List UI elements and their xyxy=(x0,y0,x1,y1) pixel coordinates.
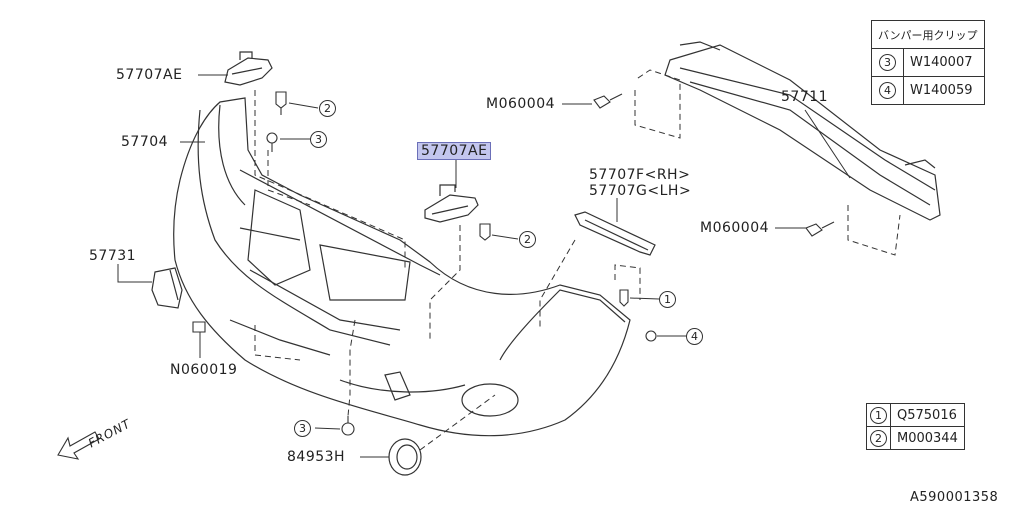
callout-1: 1 xyxy=(659,291,676,308)
label-57731[interactable]: 57731 xyxy=(89,248,137,264)
label-84953H[interactable]: 84953H xyxy=(287,449,346,465)
front-bumper-face xyxy=(173,97,631,437)
diagram-code: A590001358 xyxy=(910,490,999,505)
bracket-57707AE-center xyxy=(424,184,479,223)
reinforcement-beam-57711 xyxy=(664,41,941,221)
clip-table-header: バンパー用クリップ xyxy=(871,20,985,49)
legend-num-2: 2 xyxy=(870,429,887,447)
side-bracket-57707F xyxy=(574,211,656,256)
grille-opening xyxy=(247,189,311,286)
label-57707AE-selected[interactable]: 57707AE xyxy=(417,142,492,160)
front-arrow xyxy=(57,431,100,460)
cover-ring-84953H xyxy=(388,438,422,476)
callout-3: 3 xyxy=(310,131,327,148)
clip-table: バンパー用クリップ 3 W140007 4 W140059 xyxy=(871,20,985,105)
fastener-legend-table: 1 Q575016 2 M000344 xyxy=(866,403,965,450)
label-57707AE-top[interactable]: 57707AE xyxy=(116,67,183,83)
callout-2: 2 xyxy=(319,100,336,117)
fasteners xyxy=(192,91,835,436)
label-M060004-top[interactable]: M060004 xyxy=(486,96,556,112)
clip-num-4: 4 xyxy=(879,82,896,99)
callout-4: 4 xyxy=(686,328,703,345)
assembly-lines xyxy=(254,69,901,451)
leader-lines xyxy=(117,74,851,458)
label-M060004-mid[interactable]: M060004 xyxy=(700,220,770,236)
label-57707G[interactable]: 57707G<LH> xyxy=(589,183,692,199)
legend-num-1: 1 xyxy=(870,406,887,424)
side-cover-57731 xyxy=(151,267,183,309)
label-57704[interactable]: 57704 xyxy=(121,134,169,150)
label-N060019[interactable]: N060019 xyxy=(170,362,238,378)
tow-hook-opening xyxy=(461,383,519,417)
callout-3-bottom: 3 xyxy=(294,420,311,437)
clip-code-W140007[interactable]: W140007 xyxy=(903,48,985,77)
label-57711[interactable]: 57711 xyxy=(781,89,829,105)
label-57707F[interactable]: 57707F<RH> xyxy=(589,167,691,183)
legend-code-Q575016[interactable]: Q575016 xyxy=(890,403,965,427)
clip-code-W140059[interactable]: W140059 xyxy=(903,76,985,105)
bracket-57707AE-top xyxy=(224,51,273,86)
legend-code-M000344[interactable]: M000344 xyxy=(890,426,965,450)
callout-2-center: 2 xyxy=(519,231,536,248)
clip-num-3: 3 xyxy=(879,54,896,71)
